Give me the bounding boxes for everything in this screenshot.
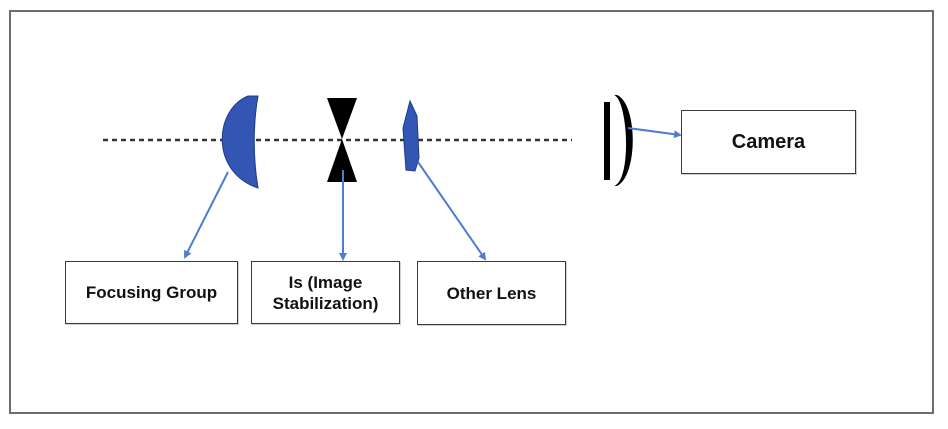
camera-lens-plate [604, 102, 610, 180]
arrow-other-lens [417, 161, 487, 261]
focusing-group-lens [221, 95, 259, 189]
image-stabilization-lens [327, 98, 357, 182]
diagram-frame [9, 10, 934, 414]
arrow-camera [627, 127, 682, 139]
arrow-focusing-group [184, 171, 229, 259]
camera-lens-curve [614, 95, 633, 186]
other-lens [402, 99, 420, 172]
focusing-group-label: Focusing Group [65, 261, 238, 324]
camera-label: Camera [681, 110, 856, 174]
image-stabilization-label: Is (Image Stabilization) [251, 261, 400, 324]
other-lens-label: Other Lens [417, 261, 566, 325]
